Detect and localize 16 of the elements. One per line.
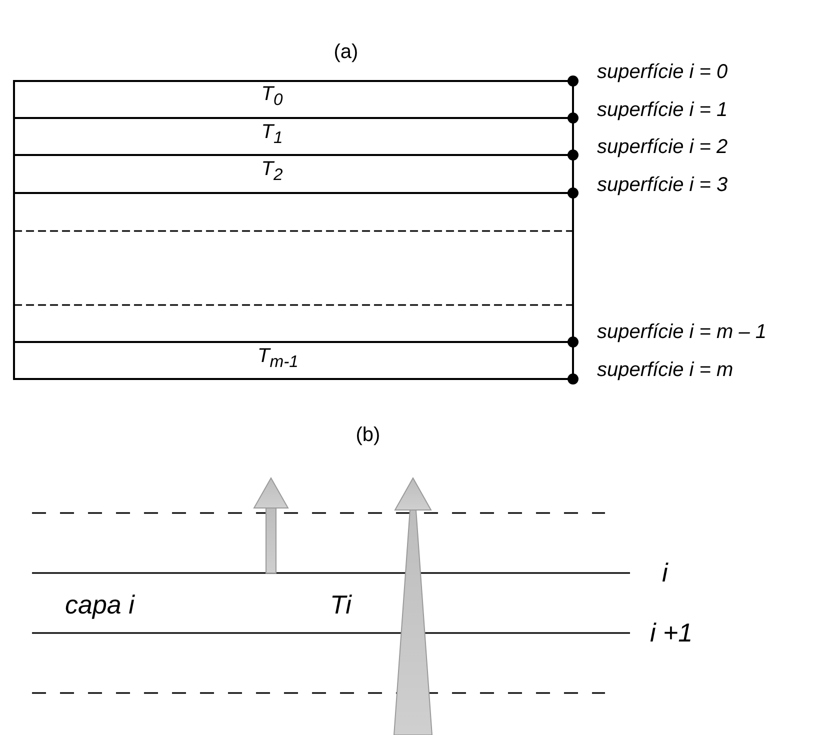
layer-temperature-label: T$_{m-1}$ — [258, 344, 298, 372]
panel-label: (b) — [356, 424, 380, 446]
panel-label: (a) — [334, 41, 358, 63]
layer-temperature-label: T$_{0}$ — [261, 82, 283, 110]
surface-label: superfície i = m – 1 — [597, 321, 767, 343]
layer-label: capa i — [65, 590, 134, 620]
surface-label: superfície i = 1 — [597, 99, 728, 121]
surface-label: superfície i = 2 — [597, 136, 728, 158]
interface-label: i — [662, 558, 668, 588]
surface-label: superfície i = 3 — [597, 174, 728, 196]
layer-temperature-label: Ti — [330, 590, 352, 620]
surface-label: superfície i = 0 — [597, 61, 728, 83]
layer-temperature-label: T$_{1}$ — [261, 120, 283, 148]
surface-label: superfície i = m — [597, 359, 734, 381]
layer-temperature-label: T$_{2}$ — [261, 158, 283, 184]
interface-label: i +1 — [650, 618, 693, 648]
